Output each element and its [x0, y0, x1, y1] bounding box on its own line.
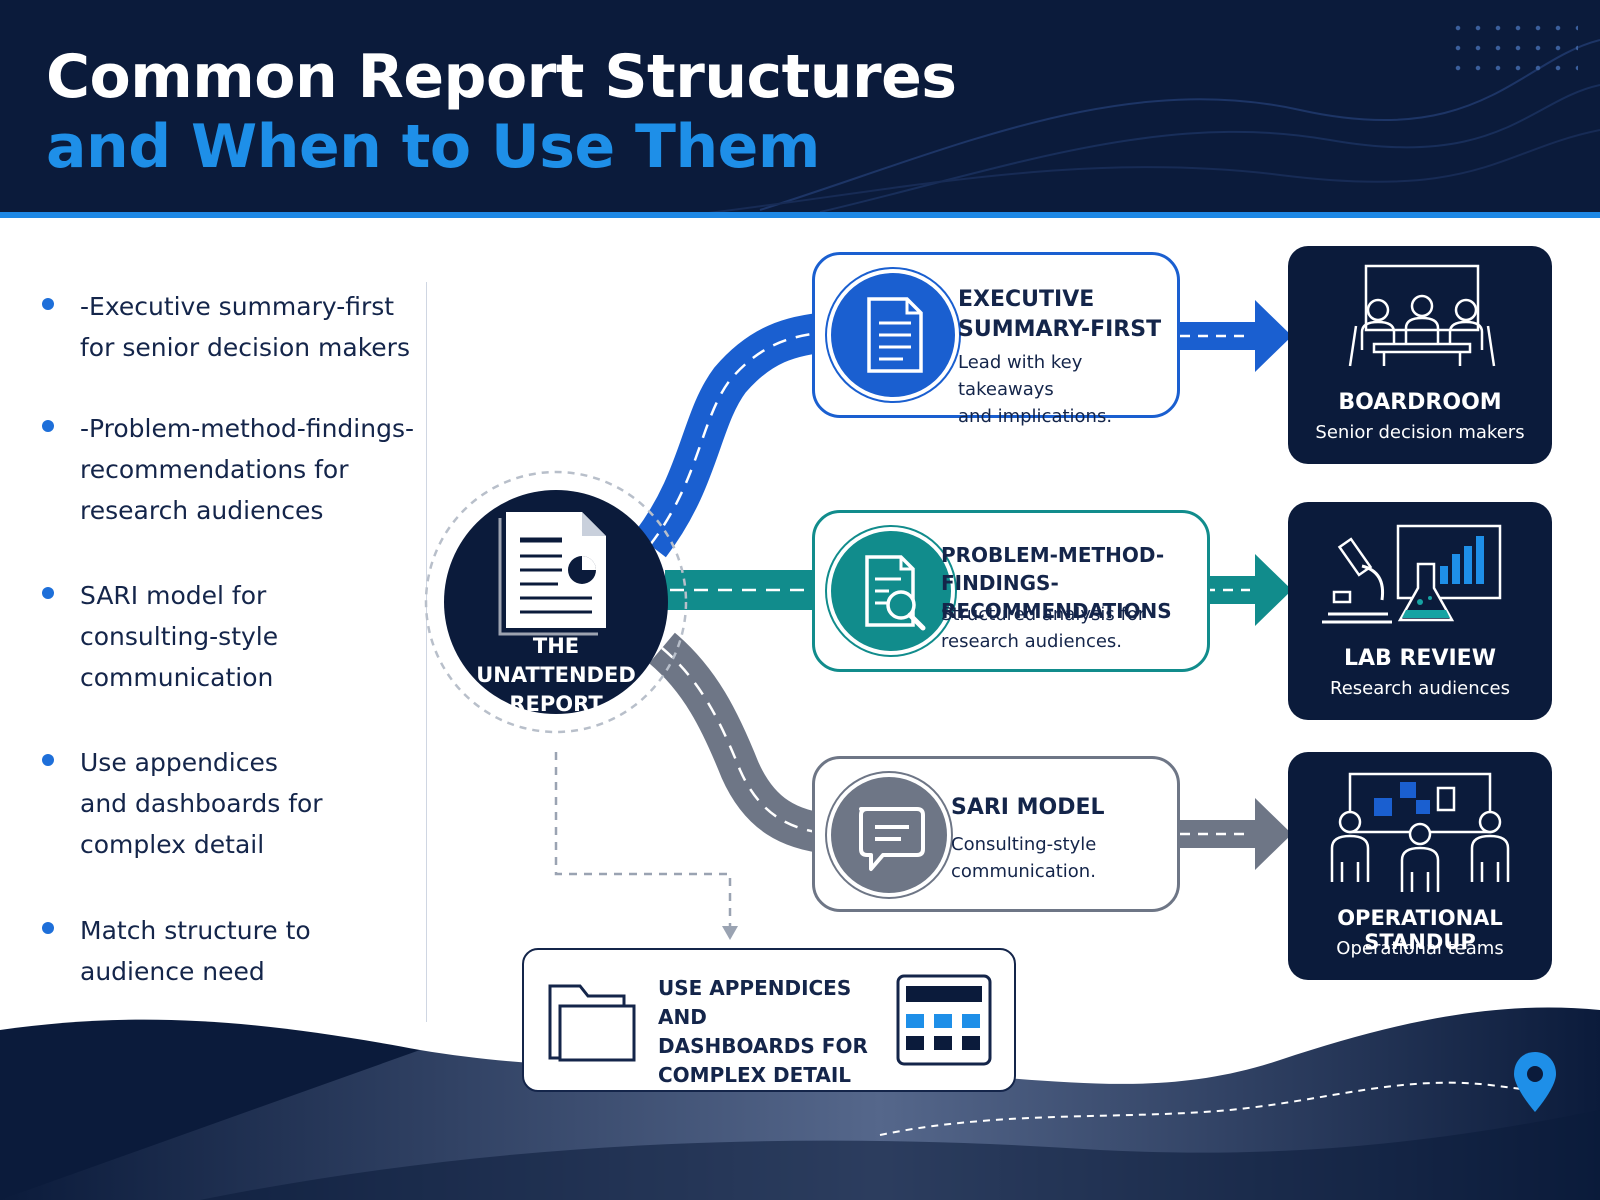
- bullet-dot: [42, 922, 54, 934]
- card-description: Structured analysis for research audienc…: [941, 601, 1145, 655]
- bullet-item: -Executive summary-first for senior deci…: [42, 286, 410, 376]
- card-description: Lead with key takeaways and implications…: [958, 349, 1177, 430]
- audience-boardroom: BOARDROOM Senior decision makers: [1288, 246, 1552, 464]
- card-executive-summary: EXECUTIVE SUMMARY-FIRST Lead with key ta…: [812, 252, 1180, 427]
- center-label-line: REPORT: [509, 692, 603, 716]
- page-title-line-1: Common Report Structures: [46, 42, 957, 112]
- appendix-title-line: COMPLEX DETAIL: [658, 1063, 852, 1087]
- card-desc-line: and implications.: [958, 406, 1113, 427]
- card-sari-model: SARI MODEL Consulting-style communicatio…: [812, 756, 1180, 912]
- appendix-dashboard-card: USE APPENDICES AND DASHBOARDS FOR COMPLE…: [522, 948, 1016, 1092]
- center-report-node: [424, 470, 688, 734]
- chat-bubble-icon: [859, 807, 925, 871]
- card-title: EXECUTIVE SUMMARY-FIRST: [958, 285, 1161, 345]
- card-desc-line: research audiences.: [941, 631, 1123, 652]
- card-icon-badge: [827, 773, 951, 897]
- card-title-line: FINDINGS-RECOMMENDATIONS: [941, 571, 1172, 623]
- card-desc-line: Lead with key takeaways: [958, 352, 1083, 400]
- document-icon: [867, 297, 923, 373]
- report-document-icon: [498, 512, 606, 636]
- card-icon-badge: [827, 527, 955, 655]
- bullet-item: Use appendices and dashboards for comple…: [42, 742, 402, 872]
- audience-subtitle: Senior decision makers: [1315, 422, 1525, 443]
- bullet-dot: [42, 298, 54, 310]
- bullet-text: SARI model for consulting-style communic…: [80, 581, 279, 692]
- audience-title: LAB REVIEW: [1344, 646, 1496, 671]
- card-desc-line: Structured analysis for: [941, 604, 1146, 625]
- audience-subtitle: Operational teams: [1336, 938, 1504, 959]
- appendix-title-line: DASHBOARDS FOR: [658, 1034, 868, 1058]
- bullet-text: Use appendices and dashboards for comple…: [80, 748, 323, 859]
- card-title-line: EXECUTIVE: [958, 287, 1095, 312]
- dashed-connector-appendix: [554, 752, 732, 928]
- card-desc-line: communication.: [951, 861, 1096, 882]
- map-pin-icon: [1514, 1052, 1556, 1112]
- audience-subtitle: Research audiences: [1330, 678, 1510, 699]
- lab-icon: [1322, 524, 1502, 624]
- magnifier-document-icon: [865, 555, 926, 631]
- card-title-line: SARI MODEL: [951, 795, 1105, 820]
- bullet-dot: [42, 587, 54, 599]
- appendix-title: USE APPENDICES AND DASHBOARDS FOR COMPLE…: [658, 974, 888, 1090]
- center-label-line: THE: [532, 634, 580, 658]
- bullet-item: SARI model for consulting-style communic…: [42, 575, 402, 705]
- column-divider: [426, 282, 427, 1022]
- bullet-item: -Problem-method-findings-recommendations…: [42, 408, 414, 538]
- page-title-line-2: and When to Use Them: [46, 112, 820, 182]
- bullet-dot: [42, 754, 54, 766]
- card-icon-badge: [827, 269, 959, 401]
- header-banner: Common Report Structures and When to Use…: [0, 0, 1600, 216]
- bullet-text: -Executive summary-first for senior deci…: [80, 292, 410, 362]
- dashboard-icon: [896, 974, 992, 1066]
- card-problem-method-findings: PROBLEM-METHOD- FINDINGS-RECOMMENDATIONS…: [812, 510, 1210, 672]
- card-title-line: PROBLEM-METHOD-: [941, 543, 1165, 567]
- folder-icon: [548, 984, 636, 1062]
- audience-title: OPERATIONAL STANDUP: [1337, 906, 1503, 954]
- arrow-to-boardroom: [1170, 300, 1292, 372]
- header-accent-bar: [0, 212, 1600, 218]
- bullet-item: Match structure to audience need: [42, 910, 402, 1000]
- appendix-title-line: USE APPENDICES AND: [658, 976, 852, 1029]
- card-desc-line: Consulting-style: [951, 834, 1097, 855]
- dot-grid-decoration: [1448, 18, 1578, 78]
- center-report-label: THE UNATTENDED REPORT: [446, 632, 666, 719]
- center-label-line: UNATTENDED: [476, 663, 636, 687]
- card-description: Consulting-style communication.: [951, 831, 1096, 885]
- arrow-to-standup: [1170, 798, 1292, 870]
- audience-operational-standup: OPERATIONAL STANDUP Operational teams: [1288, 752, 1552, 980]
- bullet-text: Match structure to audience need: [80, 916, 311, 986]
- card-title-line: SUMMARY-FIRST: [958, 317, 1162, 342]
- audience-lab-review: LAB REVIEW Research audiences: [1288, 502, 1552, 720]
- card-title: PROBLEM-METHOD- FINDINGS-RECOMMENDATIONS: [941, 541, 1207, 625]
- header-wave-decoration: [699, 39, 1600, 215]
- standup-icon: [1330, 772, 1510, 892]
- card-title: SARI MODEL: [951, 793, 1105, 823]
- bullet-text: -Problem-method-findings-recommendations…: [80, 414, 414, 525]
- audience-title: BOARDROOM: [1338, 390, 1502, 415]
- bullet-dot: [42, 420, 54, 432]
- bottom-wave-decoration: [0, 1007, 1600, 1200]
- boardroom-icon: [1348, 264, 1496, 367]
